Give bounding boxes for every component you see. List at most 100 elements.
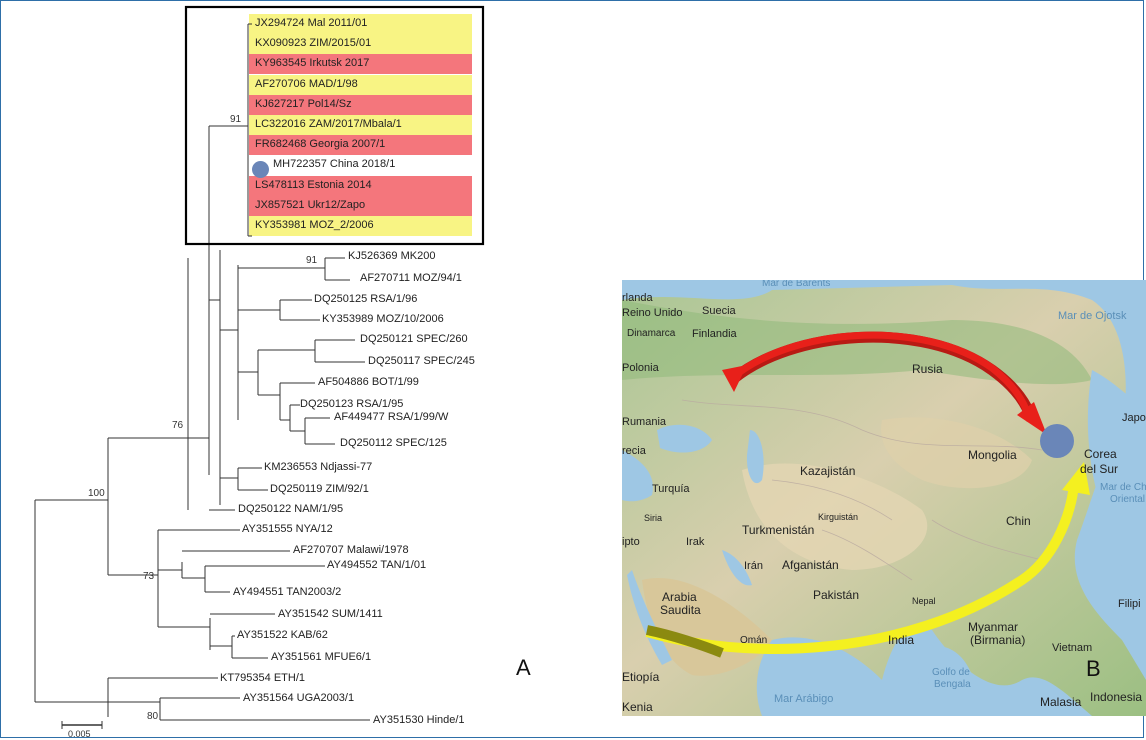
highlight-row-red <box>249 195 472 216</box>
map-label-country: Vietnam <box>1052 642 1093 654</box>
red-arrow-head <box>1017 402 1047 435</box>
map-label-country: Polonia <box>622 362 659 374</box>
leaf-label: DQ250112 SPEC/125 <box>340 437 447 449</box>
map-label-country: Rusia <box>912 362 943 376</box>
map-label-country: rlanda <box>622 292 653 304</box>
bootstrap-value: 73 <box>143 571 155 582</box>
map-label-country: Chin <box>1006 514 1031 528</box>
scale-bar-label: 0.005 <box>68 729 91 739</box>
red-arrow <box>729 331 1033 419</box>
map-label-water: Bengala <box>934 679 971 690</box>
boxed-leaf-label: KY353981 MOZ_2/2006 <box>255 219 374 231</box>
map-label-country: Filipi <box>1118 598 1141 610</box>
map-label-country: Saudita <box>660 603 701 617</box>
bootstrap-value: 100 <box>88 488 105 499</box>
yellow-arrow-tail-shadow <box>646 625 724 658</box>
leaf-label: AF504886 BOT/1/99 <box>318 376 419 388</box>
boxed-leaf-label: KY963545 Irkutsk 2017 <box>255 57 370 70</box>
leaf-label: KM236553 Ndjassi-77 <box>264 461 373 473</box>
map-label-country: Corea <box>1084 447 1117 461</box>
boxed-leaf-label: LS478113 Estonia 2014 <box>255 178 372 191</box>
map-label-country: Mongolia <box>968 448 1017 462</box>
boxed-leaf-label: JX294724 Mal 2011/01 <box>255 17 368 29</box>
leaf-label: AY351522 KAB/62 <box>237 629 328 641</box>
map-label-country: Irak <box>686 536 705 548</box>
leaf-label: KT795354 ETH/1 <box>220 672 305 684</box>
china-outbreak-marker <box>1040 424 1074 458</box>
yellow-arrow <box>645 484 1079 654</box>
map-label-water: Oriental <box>1110 494 1146 505</box>
map-label-country: Pakistán <box>813 588 860 602</box>
boxed-leaf-label: LC322016 ZAM/2017/Mbala/1 <box>255 118 402 130</box>
map-label-water: Mar de Ojotsk <box>1058 310 1127 322</box>
bootstrap-value: 76 <box>172 420 184 431</box>
map-label-country: Rumania <box>622 416 667 428</box>
map-label-country: ipto <box>622 536 640 548</box>
leaf-label: AF270711 MOZ/94/1 <box>360 272 462 284</box>
map-label-country: Etiopía <box>622 670 660 684</box>
leaf-label: DQ250122 NAM/1/95 <box>238 503 344 515</box>
spread-arrows <box>645 331 1090 658</box>
map-label-country: Arabia <box>662 590 697 604</box>
red-arrow-tail <box>722 365 747 392</box>
tree-branches <box>34 5 485 729</box>
highlight-row-red <box>249 175 472 196</box>
panel-label-a: A <box>516 655 531 680</box>
map-label-country: del Sur <box>1080 462 1119 476</box>
map-label-country: India <box>888 633 915 647</box>
map-label-country: (Birmania) <box>970 633 1026 647</box>
map-label-country: Malasia <box>1040 695 1082 709</box>
map-label-country: Turquía <box>652 483 690 495</box>
highlight-row-yellow <box>249 74 472 95</box>
china-sample-marker <box>252 161 269 178</box>
highlight-row-yellow <box>249 115 472 135</box>
highlight-row-red <box>249 54 472 75</box>
boxed-leaf-label: MH722357 China 2018/1 <box>273 158 396 171</box>
map-label-country: Myanmar <box>968 620 1019 634</box>
boxed-leaf-label: FR682468 Georgia 2007/1 <box>255 138 386 151</box>
bootstrap-value: 91 <box>230 114 242 125</box>
map-label-country: Dinamarca <box>627 328 676 339</box>
map-label-country: Turkmenistán <box>742 523 815 537</box>
map-label-country: Reino Unido <box>622 307 683 319</box>
boxed-leaf-label: AF270706 MAD/1/98 <box>255 77 358 90</box>
leaf-label: AF270707 Malawi/1978 <box>293 544 409 556</box>
map-label-water: Golfo de <box>932 667 970 678</box>
map-label-country: Siria <box>644 513 663 523</box>
highlight-row-red <box>249 94 472 115</box>
bootstrap-value: 91 <box>306 255 318 266</box>
map-label-country: Indonesia <box>1090 690 1143 704</box>
leaf-label: KJ526369 MK200 <box>348 250 436 262</box>
eurasia-map-panel: Mar de Barents rlanda Reino Unido Suecia… <box>622 280 1146 716</box>
map-label-country: Kirguistán <box>818 512 859 522</box>
map-label-water: Mar de Chi <box>1100 482 1146 493</box>
leaf-label: DQ250125 RSA/1/96 <box>314 293 418 305</box>
leaf-label: AF449477 RSA/1/99/W <box>334 411 449 423</box>
highlight-row-yellow <box>249 34 472 55</box>
map-label-country: Nepal <box>912 596 936 606</box>
map-label-country: Finlandia <box>692 328 737 340</box>
map-label-country: Afganistán <box>782 558 839 572</box>
leaf-label: DQ250121 SPEC/260 <box>360 333 468 345</box>
boxed-leaf-label: JX857521 Ukr12/Zapo <box>255 198 366 211</box>
leaf-label: AY351564 UGA2003/1 <box>243 692 355 704</box>
leaf-label: DQ250117 SPEC/245 <box>368 355 475 367</box>
map-label-country: Suecia <box>702 305 736 317</box>
clade-box <box>184 5 485 246</box>
panel-label-b: B <box>1086 656 1101 681</box>
leaf-label: DQ250123 RSA/1/95 <box>300 398 404 410</box>
map-label-water: Mar Arábigo <box>774 693 834 705</box>
leaf-label: KY353989 MOZ/10/2006 <box>322 313 444 325</box>
leaf-label: AY494552 TAN/1/01 <box>327 559 427 571</box>
map-label-country: recia <box>622 445 646 457</box>
map-label-country: Kazajistán <box>800 464 856 478</box>
leaf-label: AY494551 TAN2003/2 <box>233 586 342 598</box>
highlight-row-red <box>249 135 472 156</box>
bootstrap-value: 80 <box>147 711 159 722</box>
leaf-label: AY351530 Hinde/1 <box>373 714 465 726</box>
leaf-label: DQ250119 ZIM/92/1 <box>270 483 369 495</box>
yellow-arrow-head <box>1062 462 1090 495</box>
map-label-country: Kenia <box>622 700 653 714</box>
map-label-country: Omán <box>740 635 768 646</box>
